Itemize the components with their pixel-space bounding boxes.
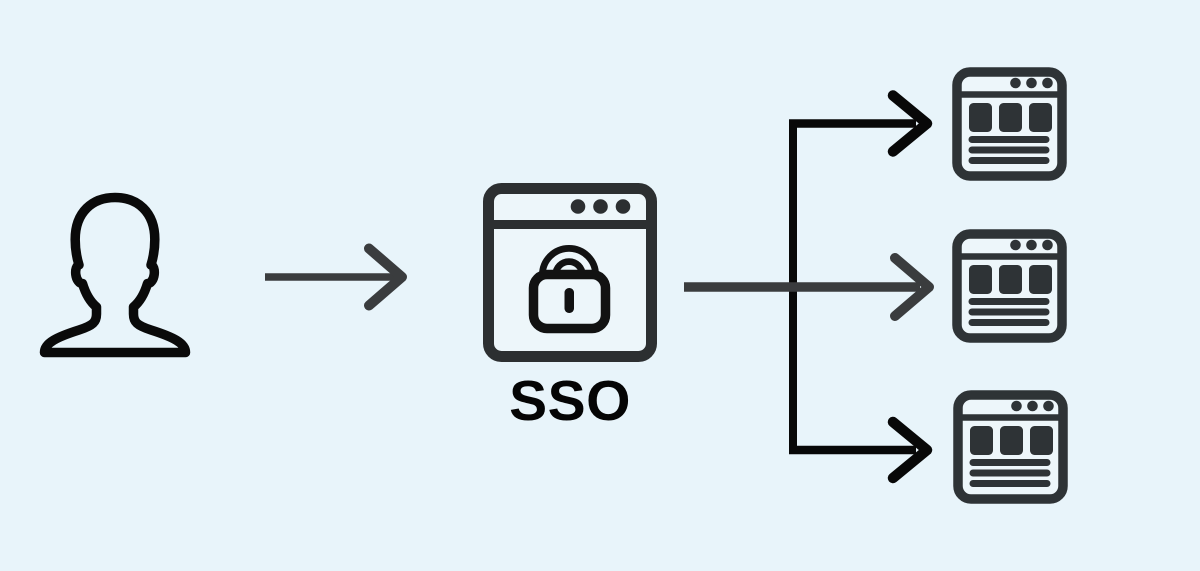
- content-tiles: [969, 103, 1052, 132]
- fan-out-top-arrowhead-icon: [887, 90, 933, 157]
- content-text-lines: [969, 459, 1051, 487]
- browser-titlebar-dots: [1010, 77, 1053, 89]
- browser-titlebar-dots: [570, 199, 631, 214]
- content-text-lines: [968, 298, 1050, 326]
- content-tiles: [970, 426, 1053, 455]
- browser-titlebar-dots: [1010, 239, 1053, 251]
- lock-icon: [528, 245, 611, 334]
- lock-shackle-inner: [545, 251, 593, 276]
- fan-out-bottom-arrowhead-icon: [887, 416, 933, 484]
- content-text-lines: [968, 136, 1050, 164]
- lock-keyhole: [564, 288, 574, 313]
- sso-label: SSO: [509, 369, 631, 433]
- content-tiles: [969, 265, 1052, 294]
- sso-browser-lock-icon: [483, 183, 657, 362]
- sso-to-apps-arrowhead-icon: [890, 253, 934, 321]
- person-silhouette: [39, 192, 191, 358]
- person-icon: [39, 192, 191, 358]
- browser-titlebar-dots: [1011, 400, 1054, 412]
- app-window-icon: [952, 229, 1067, 343]
- user-to-sso-arrowhead-icon: [364, 243, 407, 311]
- app-window-icon: [953, 390, 1068, 504]
- app-window-icon: [952, 67, 1067, 181]
